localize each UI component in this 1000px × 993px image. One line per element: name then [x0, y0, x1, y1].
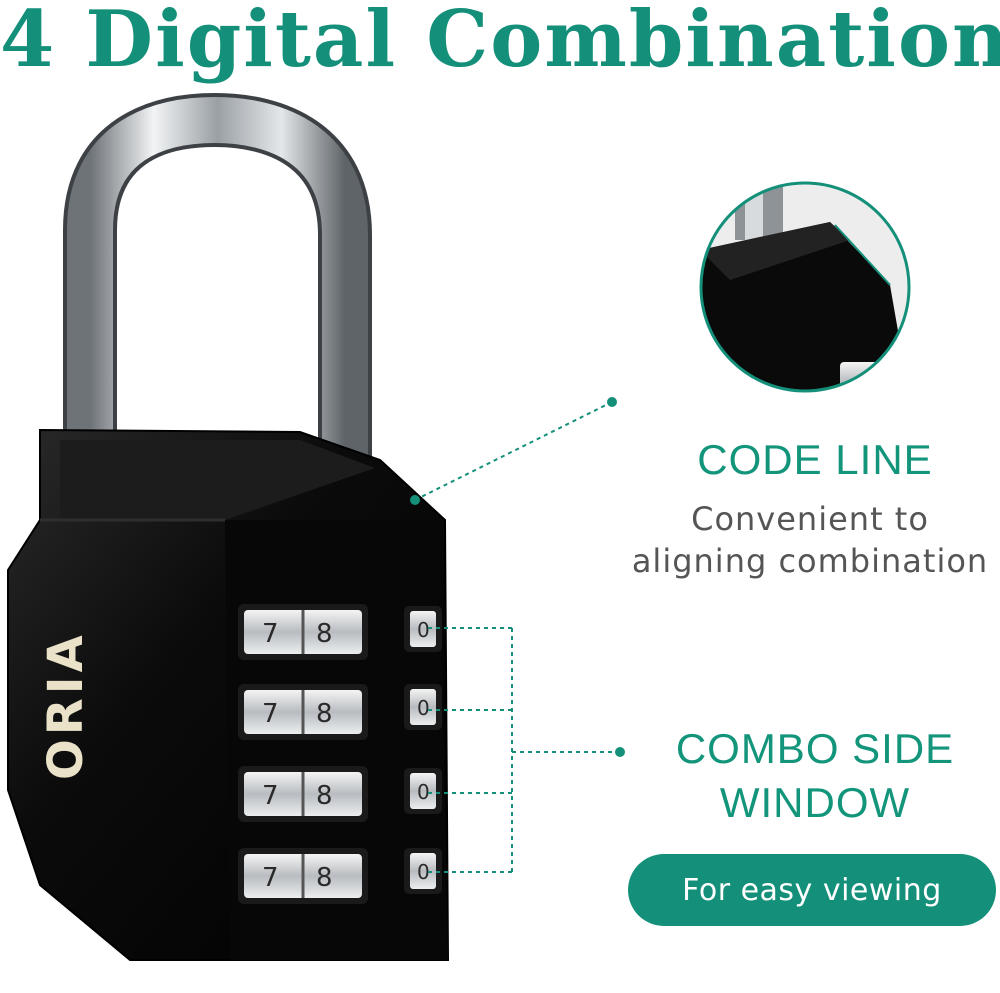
code-line-zoom: [699, 181, 911, 393]
side-window: 0: [404, 848, 442, 894]
side-digit: 0: [417, 780, 430, 804]
side-window: 0: [404, 606, 442, 652]
easy-viewing-badge: For easy viewing: [628, 854, 996, 926]
shackle: [63, 92, 372, 507]
callout-lines: [414, 401, 620, 873]
dial-row[interactable]: 7 8: [238, 604, 368, 660]
code-line-dot: [410, 495, 420, 505]
combo-side-title: COMBO SIDE WINDOW: [640, 722, 990, 830]
lock-body: [7, 428, 450, 961]
dial-digit: 7: [262, 619, 279, 649]
dial-digit: 8: [316, 781, 333, 811]
side-windows: 0 0 0 0: [404, 606, 442, 894]
combo-side-title-line: COMBO SIDE: [675, 725, 955, 772]
side-window: 0: [404, 684, 442, 730]
dial-digit: 7: [262, 781, 279, 811]
dial-digit: 7: [262, 699, 279, 729]
callout-dot: [607, 397, 617, 407]
front-dials: 7 8 7 8 7 8 7 8: [238, 604, 368, 904]
dial-digit: 8: [316, 699, 333, 729]
side-window: 0: [404, 768, 442, 814]
side-digit: 0: [417, 860, 430, 884]
side-digit: 0: [417, 618, 430, 642]
code-line-desc-line: aligning combination: [631, 542, 989, 580]
dial-digit: 7: [262, 863, 279, 893]
dial-digit: 8: [316, 619, 333, 649]
dial-digit: 8: [316, 863, 333, 893]
dial-row[interactable]: 7 8: [238, 684, 368, 740]
code-line-description: Convenient to aligning combination: [620, 498, 1000, 582]
brand-logo: ORIA: [38, 631, 94, 780]
dial-row[interactable]: 7 8: [238, 766, 368, 822]
side-digit: 0: [417, 696, 430, 720]
page-title: 4 Digital Combination: [0, 0, 1000, 85]
code-line-desc-line: Convenient to: [691, 500, 929, 538]
dial-row[interactable]: 7 8: [238, 848, 368, 904]
combo-side-title-line: WINDOW: [719, 779, 911, 826]
code-line-title: CODE LINE: [697, 436, 933, 483]
callout-dot: [615, 747, 625, 757]
